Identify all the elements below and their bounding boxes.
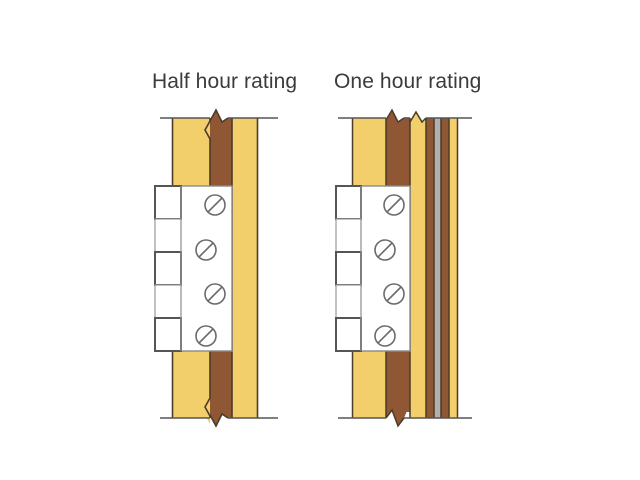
half-hour-rating-svg xyxy=(154,108,278,428)
architrave-layer xyxy=(449,118,458,418)
one-hour-rating-svg xyxy=(335,108,472,428)
hinge-screw xyxy=(383,194,405,216)
hinge-knuckle xyxy=(154,218,182,253)
frame-reveal-layer xyxy=(232,118,258,418)
hinge-knuckle xyxy=(154,317,182,352)
hinge-knuckles-group xyxy=(154,185,182,352)
hinge-knuckle xyxy=(154,185,182,220)
frame-reveal-body xyxy=(410,122,426,418)
one-hour-rating-title: One hour rating xyxy=(334,70,482,93)
half-hour-rating-title: Half hour rating xyxy=(152,70,298,93)
second-frame-layer xyxy=(441,118,449,418)
reveal-chevron-top-outline xyxy=(409,110,427,124)
hinge-plate xyxy=(177,185,233,352)
hinge-knuckle xyxy=(154,251,182,286)
intumescent-strip-layer xyxy=(434,118,441,418)
hinge-screw xyxy=(195,239,217,261)
hinge-screw xyxy=(195,325,217,347)
hinge-knuckle xyxy=(335,251,362,286)
hinge-knuckle xyxy=(335,185,362,220)
half-hour-rating-diagram xyxy=(150,108,300,428)
hinge-knuckle xyxy=(335,284,362,319)
frame-chevron-outline xyxy=(209,108,229,428)
hinge-screw xyxy=(204,283,226,305)
one-hour-rating-diagram xyxy=(335,108,486,428)
hinge-screw xyxy=(204,194,226,216)
hinge-screws-group xyxy=(195,194,226,347)
hinge-knuckle xyxy=(154,284,182,319)
hinge-screw xyxy=(374,239,396,261)
hinge-plate xyxy=(357,185,411,352)
hinge-screws-group xyxy=(374,194,405,347)
frame-chevron-top-outline xyxy=(385,108,405,124)
hinge-knuckle xyxy=(335,218,362,253)
hinge-screw xyxy=(383,283,405,305)
break-rules-group xyxy=(160,117,278,419)
break-rules-group xyxy=(338,117,472,419)
stop-bead-layer xyxy=(426,118,434,418)
frame-chevron-bottom-outline xyxy=(385,408,405,428)
hinge-knuckles-group xyxy=(335,185,362,352)
hinge-knuckle xyxy=(335,317,362,352)
hinge-screw xyxy=(374,325,396,347)
